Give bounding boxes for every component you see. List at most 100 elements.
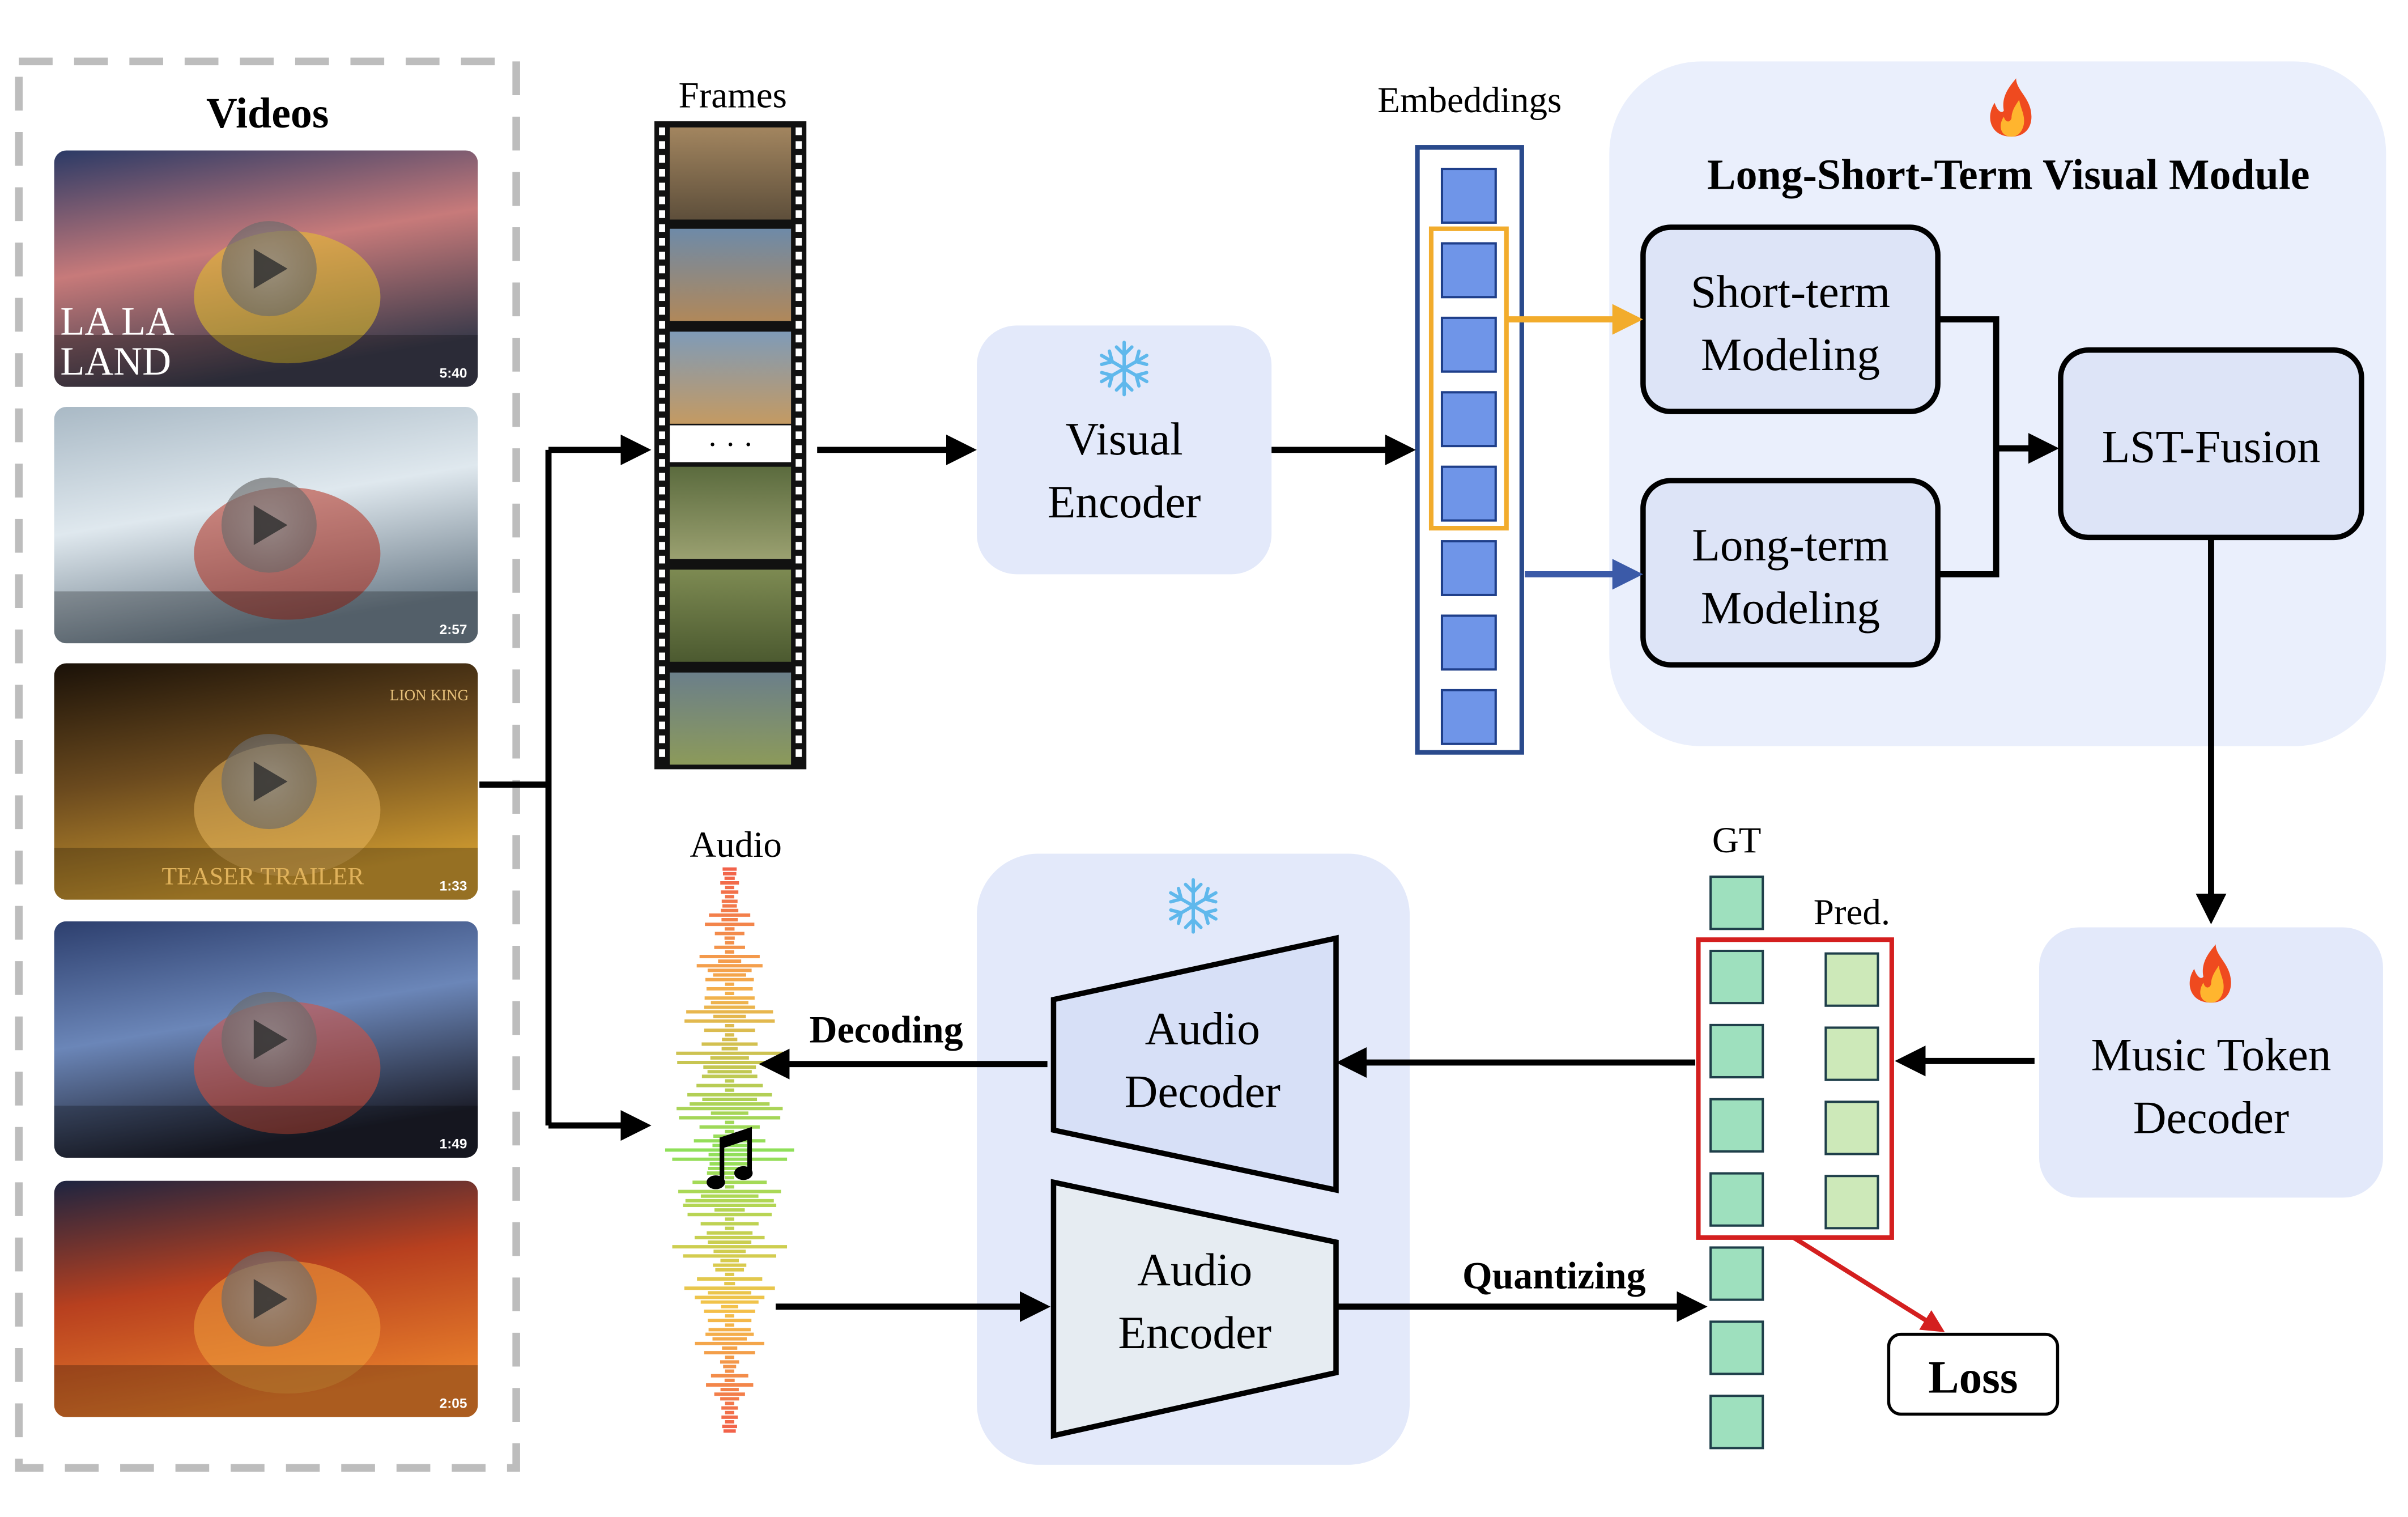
film-perforation: [795, 666, 802, 674]
pred-token: [1824, 952, 1879, 1007]
film-perforation: [659, 390, 665, 398]
video-brand-text: LION KING: [390, 687, 469, 704]
film-frame: [670, 127, 792, 220]
film-perforation: [659, 252, 665, 260]
film-perforation: [795, 473, 802, 481]
film-perforation: [659, 611, 665, 619]
waveform-bars: [665, 867, 794, 1433]
film-perforation: [795, 182, 802, 190]
gt-token: [1709, 1395, 1764, 1450]
video-overlay-text: TEASER TRAILER: [162, 863, 364, 890]
film-perforation: [659, 721, 665, 730]
film-perforation: [795, 639, 802, 647]
film-perforation: [659, 349, 665, 356]
embedding-token: [1440, 242, 1497, 299]
embedding-token: [1440, 614, 1497, 671]
pred-tokens: [1824, 952, 1879, 1230]
film-perforation: [795, 459, 802, 467]
film-perforation: [659, 514, 665, 522]
film-perforation: [659, 652, 665, 661]
film-perforation: [659, 708, 665, 716]
play-icon[interactable]: [221, 992, 317, 1087]
film-perforation: [659, 196, 665, 205]
music-token-decoder-line1: Music Token: [2091, 1030, 2331, 1081]
loss-box: [1887, 1332, 2060, 1416]
film-perforation: [659, 624, 665, 633]
film-perforation: [659, 680, 665, 688]
film-perforation: [659, 265, 665, 274]
film-perforation: [659, 486, 665, 495]
gt-token: [1709, 1246, 1764, 1301]
embedding-token: [1440, 391, 1497, 448]
audio-decoder-line2: Decoder: [1125, 1066, 1280, 1117]
film-perforation: [795, 514, 802, 522]
film-perforation: [659, 570, 665, 577]
film-perforation: [795, 376, 802, 384]
decoding-label: Decoding: [810, 1009, 963, 1051]
gt-label: GT: [1712, 820, 1762, 861]
film-perforation: [659, 417, 665, 426]
video-thumbnail[interactable]: 1:49: [54, 921, 478, 1158]
film-perforation: [795, 127, 802, 135]
film-perforation: [795, 624, 802, 633]
film-perforation: [795, 431, 802, 439]
video-duration: 5:40: [440, 366, 467, 381]
film-perforation: [659, 293, 665, 301]
embedding-token: [1440, 316, 1497, 373]
quantizing-label: Quantizing: [1462, 1254, 1646, 1297]
film-perforation: [659, 500, 665, 508]
film-frame: [670, 672, 792, 765]
audio-decoder-line1: Audio: [1145, 1003, 1260, 1054]
audio-waveform: [665, 867, 794, 1433]
film-perforation: [795, 362, 802, 370]
play-icon[interactable]: [221, 477, 317, 573]
play-icon[interactable]: [221, 221, 317, 317]
film-perforation: [795, 349, 802, 356]
lst-module-title: Long-Short-Term Visual Module: [1707, 151, 2310, 198]
music-note-icon: [707, 1127, 753, 1189]
videos-title: Videos: [206, 90, 329, 137]
audio-label: Audio: [690, 825, 782, 865]
film-perforation: [795, 486, 802, 495]
film-perforation: [659, 403, 665, 412]
gt-token: [1709, 876, 1764, 930]
film-perforation: [659, 473, 665, 481]
loss-arrow: [1792, 1235, 1945, 1332]
film-perforation: [659, 735, 665, 743]
video-duration: 1:49: [440, 1137, 467, 1152]
visual-encoder-line1: Visual: [1065, 414, 1182, 465]
film-perforation: [795, 252, 802, 260]
film-perforation: [795, 334, 802, 343]
embedding-token: [1440, 689, 1497, 745]
audio-encoder-shape: [1050, 1179, 1339, 1439]
frames-label: Frames: [678, 75, 786, 116]
video-thumbnail[interactable]: 2:05: [54, 1180, 478, 1417]
film-perforation: [795, 528, 802, 536]
film-perforation: [795, 279, 802, 287]
film-frame: [670, 228, 792, 321]
film-perforation: [795, 721, 802, 730]
play-icon[interactable]: [221, 1251, 317, 1347]
film-perforation: [795, 403, 802, 412]
gt-token: [1709, 949, 1764, 1005]
film-perforation: [795, 307, 802, 315]
music-token-decoder-line2: Decoder: [2133, 1093, 2289, 1144]
audio-encoder-line2: Encoder: [1118, 1307, 1271, 1358]
film-perforation: [795, 583, 802, 592]
film-perforation: [795, 555, 802, 564]
film-perforation: [795, 749, 802, 757]
embeddings-column: [1415, 145, 1524, 755]
film-perforation: [795, 237, 802, 246]
audio-decoder-shape: [1050, 934, 1339, 1193]
film-perforation: [659, 334, 665, 343]
play-icon[interactable]: [221, 734, 317, 830]
film-perforation: [659, 169, 665, 177]
video-thumbnail[interactable]: 2:57: [54, 407, 478, 644]
film-perforation: [659, 224, 665, 232]
film-perforation: [659, 583, 665, 592]
film-perforation: [659, 431, 665, 439]
